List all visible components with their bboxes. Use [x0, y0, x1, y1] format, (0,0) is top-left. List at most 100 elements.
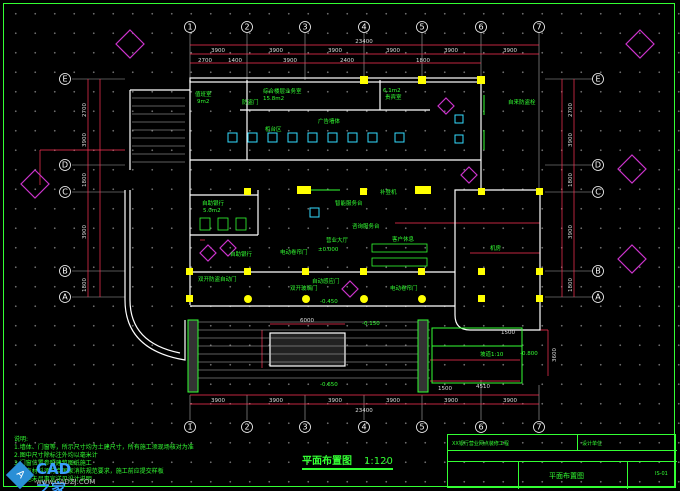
title-block-company: 设计单位 [578, 435, 677, 451]
room-label: 咨询服务台 [352, 222, 380, 230]
room-label: 电动卷帘门 [280, 248, 308, 256]
axis-label-col: 7 [536, 23, 541, 32]
section-symbol-icon [617, 244, 647, 274]
notes-heading: 说明: [14, 436, 29, 443]
section-symbol-icon [617, 154, 647, 184]
room-label: 电动卷帘门 [390, 284, 418, 292]
room-label: 客户休息 [392, 235, 415, 243]
room-label: 自助银行 [202, 199, 225, 207]
axis-label-row: E [595, 75, 600, 84]
room-label: 智能服务台 [335, 199, 363, 207]
axis-label-col: 4 [361, 423, 366, 432]
axis-label-row: B [62, 267, 68, 276]
watermark: A CAD之家 www.CADZJ.COM [5, 460, 95, 491]
room-label: 双开防盗自动门 [198, 275, 237, 283]
axis-label-col: 6 [478, 423, 483, 432]
title-block-drawing-name: 平面布置图 [518, 461, 628, 489]
dim-top-span: 3900 [386, 48, 400, 54]
dim-top-span: 3900 [211, 48, 225, 54]
axis-lines [72, 33, 592, 420]
level-mark: -0.800 [520, 351, 538, 357]
axis-label-row: A [595, 293, 601, 302]
drawing-scale: 1:120 [364, 456, 393, 467]
room-label: 值班室 [195, 90, 212, 98]
dim-bottom-total: 23400 [355, 408, 373, 414]
notes: 说明: 1.墙体、门窗等，所示尺寸均为土建尺寸，所有施工须现场核对为准 2.图中… [14, 436, 194, 484]
note-line: 1.墙体、门窗等，所示尺寸均为土建尺寸，所有施工须现场核对为准 [14, 444, 194, 451]
note-line: 4.所有材料须符合国家消防规范要求，施工前应提交样板 [14, 468, 164, 475]
room-label: 贵宾室 [385, 93, 402, 101]
dim-right: 1800 [568, 173, 574, 187]
dim-planter: 6000 [300, 318, 314, 324]
room-area: 9m2 [197, 99, 209, 105]
watermark-brand: CAD之家 [36, 460, 72, 491]
structural-columns [186, 76, 543, 303]
room-label: 自助银行 [230, 250, 253, 258]
axis-label-col: 7 [536, 423, 541, 432]
axis-label-row: B [595, 267, 601, 276]
dim-top-total: 23400 [355, 39, 373, 45]
level-mark: -0.650 [320, 382, 338, 388]
axis-label-row: D [595, 161, 601, 170]
dim-bottom-span: 3900 [503, 398, 517, 404]
axis-label-col: 3 [302, 23, 307, 32]
dim-bottom-span: 3900 [269, 398, 283, 404]
title-block-project: XX银行营业网点装修工程 [448, 435, 578, 451]
dim-left: 2700 [82, 103, 88, 117]
level-mark: -0.150 [362, 321, 380, 327]
section-symbol-icon [115, 29, 145, 59]
title-block-number: IS-01 [655, 471, 668, 477]
ramp-label: 坡道1:10 [480, 350, 504, 358]
dim-bottom-span: 3900 [328, 398, 342, 404]
room-area: 5.0m2 [203, 208, 221, 214]
axis-label-row: C [595, 188, 601, 197]
room-area: 15.8m2 [263, 96, 284, 102]
waiting-seats [199, 217, 428, 267]
dim-left: 1800 [82, 173, 88, 187]
section-symbol-icon [625, 29, 655, 59]
dim-bottom-span: 3900 [211, 398, 225, 404]
dimension-texts: 23400 3900 3900 3900 3900 3900 3900 2700… [82, 39, 574, 414]
room-labels: 值班室 9m2 综合楼层业务室 15.8m2 防盗门 6.1m2 贵宾室 广告墙… [195, 87, 558, 392]
counter-chairs [227, 114, 464, 218]
dim-top-sub: 1400 [228, 58, 242, 64]
level-mark: ±0.000 [318, 247, 339, 253]
dim-ramp: 1500 [438, 386, 452, 392]
cad-logo-icon: A [5, 460, 35, 490]
dim-ramp: 4510 [476, 384, 490, 390]
room-label: 柜台区 [265, 125, 282, 133]
room-label: 综合楼层业务室 [263, 87, 302, 95]
dim-top-sub: 2700 [198, 58, 212, 64]
axis-label-col: 2 [244, 423, 249, 432]
axis-label-row: A [62, 293, 68, 302]
axis-label-col: 3 [302, 423, 307, 432]
ramp [187, 95, 523, 393]
axis-label-row: C [62, 188, 68, 197]
dim-left: 3900 [82, 225, 88, 239]
note-line: 2.图中尺寸除标注外均以毫米计 [14, 452, 98, 459]
room-label: 自来防盗栓 [508, 98, 536, 106]
axis-label-col: 4 [361, 23, 366, 32]
room-label: 防盗门 [242, 98, 259, 106]
level-mark: -0.450 [320, 299, 338, 305]
axis-label-col: 2 [244, 23, 249, 32]
dim-top-sub: 2400 [340, 58, 354, 64]
dim-ramp: 1500 [501, 330, 515, 336]
section-symbol-icon [20, 169, 50, 199]
dim-bottom-span: 3900 [444, 398, 458, 404]
room-label: 广告墙体 [318, 117, 341, 125]
axis-label-col: 1 [187, 23, 192, 32]
dim-right: 2700 [568, 103, 574, 117]
note-line: 5.其他未尽事宜详见设计说明 [14, 476, 92, 483]
dim-right: 1800 [568, 278, 574, 292]
dim-ramp-height: 3600 [552, 348, 558, 362]
dim-right: 3900 [568, 225, 574, 239]
dim-top-sub: 3900 [283, 58, 297, 64]
axis-bubbles: 1 2 3 4 5 6 7 1 2 3 4 5 6 7 E D C B A E … [59, 21, 604, 433]
index-symbols [20, 29, 655, 298]
axis-label-col: 6 [478, 23, 483, 32]
dim-top-span: 3900 [328, 48, 342, 54]
axis-label-row: D [62, 161, 68, 170]
